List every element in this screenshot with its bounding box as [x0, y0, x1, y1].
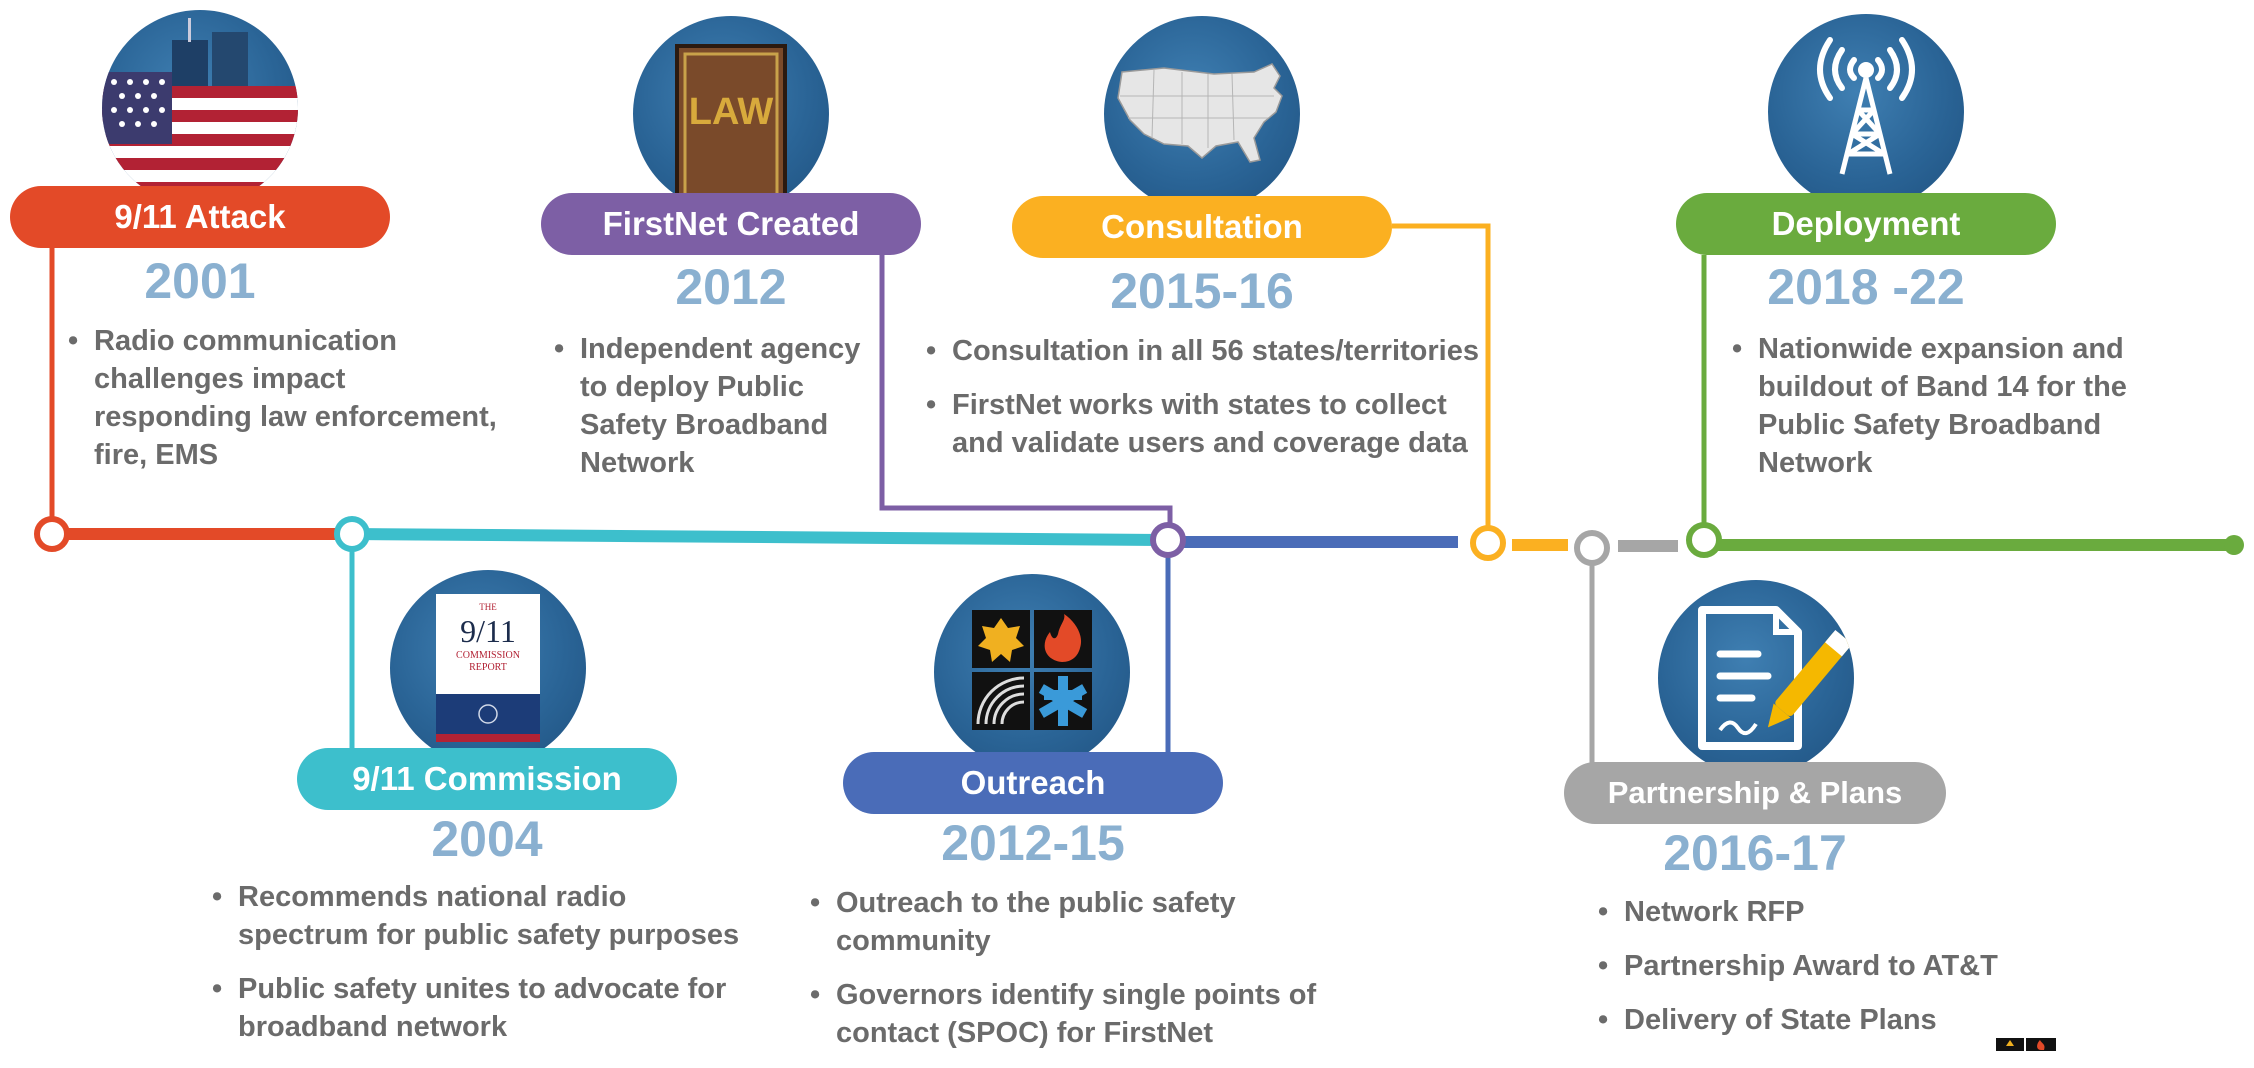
- milestone-year-attack: 2001: [144, 253, 256, 309]
- bullet-item: Independent agency to deploy Public Safe…: [554, 330, 874, 482]
- report-text-commission: COMMISSION: [456, 650, 520, 661]
- milestone-label-created: FirstNet Created: [541, 193, 921, 255]
- milestone-bullets-outreach: Outreach to the public safety community …: [810, 884, 1350, 1068]
- milestone-label-text: Consultation: [1101, 208, 1303, 245]
- milestone-label-commission: 9/11 Commission: [297, 748, 677, 810]
- milestone-bullets-created: Independent agency to deploy Public Safe…: [554, 330, 874, 498]
- node-partnership: [1574, 530, 1610, 566]
- node-consultation: [1470, 525, 1506, 561]
- timeline-segment-commission: [351, 528, 1169, 546]
- bullet-item: Public safety unites to advocate for bro…: [212, 970, 752, 1046]
- document-pen-icon: [1658, 580, 1854, 776]
- node-deployment: [1686, 522, 1722, 558]
- bullet-item: Radio communication challenges impact re…: [68, 322, 508, 474]
- milestone-year-consultation: 2015-16: [1110, 263, 1294, 319]
- milestone-label-text: Partnership & Plans: [1607, 775, 1903, 810]
- node-attack: [34, 516, 70, 552]
- milestone-label-consultation: Consultation: [1012, 196, 1392, 258]
- milestone-year-partnership: 2016-17: [1663, 825, 1847, 881]
- connector-consultation: [1392, 223, 1491, 540]
- report-text-911: 9/11: [460, 613, 516, 649]
- milestone-label-outreach: Outreach: [843, 752, 1223, 814]
- bullet-item: Delivery of State Plans: [1598, 1001, 2018, 1039]
- bullet-item: Consultation in all 56 states/territorie…: [926, 332, 1486, 370]
- corner-logo-icon: [1996, 1038, 2056, 1051]
- bullet-item: Partnership Award to AT&T: [1598, 947, 2018, 985]
- milestone-label-text: Deployment: [1771, 205, 1961, 242]
- node-commission: [334, 516, 370, 552]
- bullet-item: FirstNet works with states to collect an…: [926, 386, 1486, 462]
- milestone-label-text: FirstNet Created: [602, 205, 860, 242]
- milestone-year-commission: 2004: [431, 811, 543, 867]
- milestone-year-created: 2012: [675, 259, 787, 315]
- milestone-label-text: 9/11 Attack: [114, 198, 286, 235]
- milestone-label-attack: 9/11 Attack: [10, 186, 390, 248]
- radio-tower-icon: [1768, 14, 1964, 210]
- milestone-bullets-attack: Radio communication challenges impact re…: [68, 322, 508, 490]
- milestone-bullets-consultation: Consultation in all 56 states/territorie…: [926, 332, 1486, 478]
- commission-report-icon: THE 9/11 COMMISSION REPORT: [390, 570, 586, 766]
- milestone-year-outreach: 2012-15: [941, 815, 1125, 871]
- milestone-bullets-commission: Recommends national radio spectrum for p…: [212, 878, 752, 1062]
- milestone-bullets-deployment: Nationwide expansion and buildout of Ban…: [1732, 330, 2152, 498]
- milestone-bullets-partnership: Network RFP Partnership Award to AT&T De…: [1598, 893, 2018, 1055]
- node-outreach: [1150, 522, 1186, 558]
- bullet-item: Network RFP: [1598, 893, 2018, 931]
- bullet-item: Governors identify single points of cont…: [810, 976, 1350, 1052]
- report-text-the: THE: [479, 602, 497, 612]
- milestone-year-deployment: 2018 -22: [1767, 259, 1965, 315]
- milestone-label-text: Outreach: [960, 764, 1106, 801]
- public-safety-icons-grid: [934, 574, 1130, 770]
- report-text-report: REPORT: [469, 662, 507, 673]
- milestone-label-deployment: Deployment: [1676, 193, 2056, 255]
- bullet-item: Recommends national radio spectrum for p…: [212, 878, 752, 954]
- bullet-item: Nationwide expansion and buildout of Ban…: [1732, 330, 2152, 482]
- connector-created: [879, 252, 1173, 536]
- timeline-end-dot: [2224, 535, 2244, 555]
- milestone-label-partnership: Partnership & Plans: [1564, 762, 1946, 824]
- milestone-label-text: 9/11 Commission: [352, 760, 622, 797]
- bullet-item: Outreach to the public safety community: [810, 884, 1350, 960]
- us-flag-towers-icon: [102, 10, 298, 206]
- us-map-icon: [1104, 16, 1300, 212]
- law-book-text: LAW: [689, 91, 774, 133]
- law-book-icon: LAW: [633, 16, 829, 212]
